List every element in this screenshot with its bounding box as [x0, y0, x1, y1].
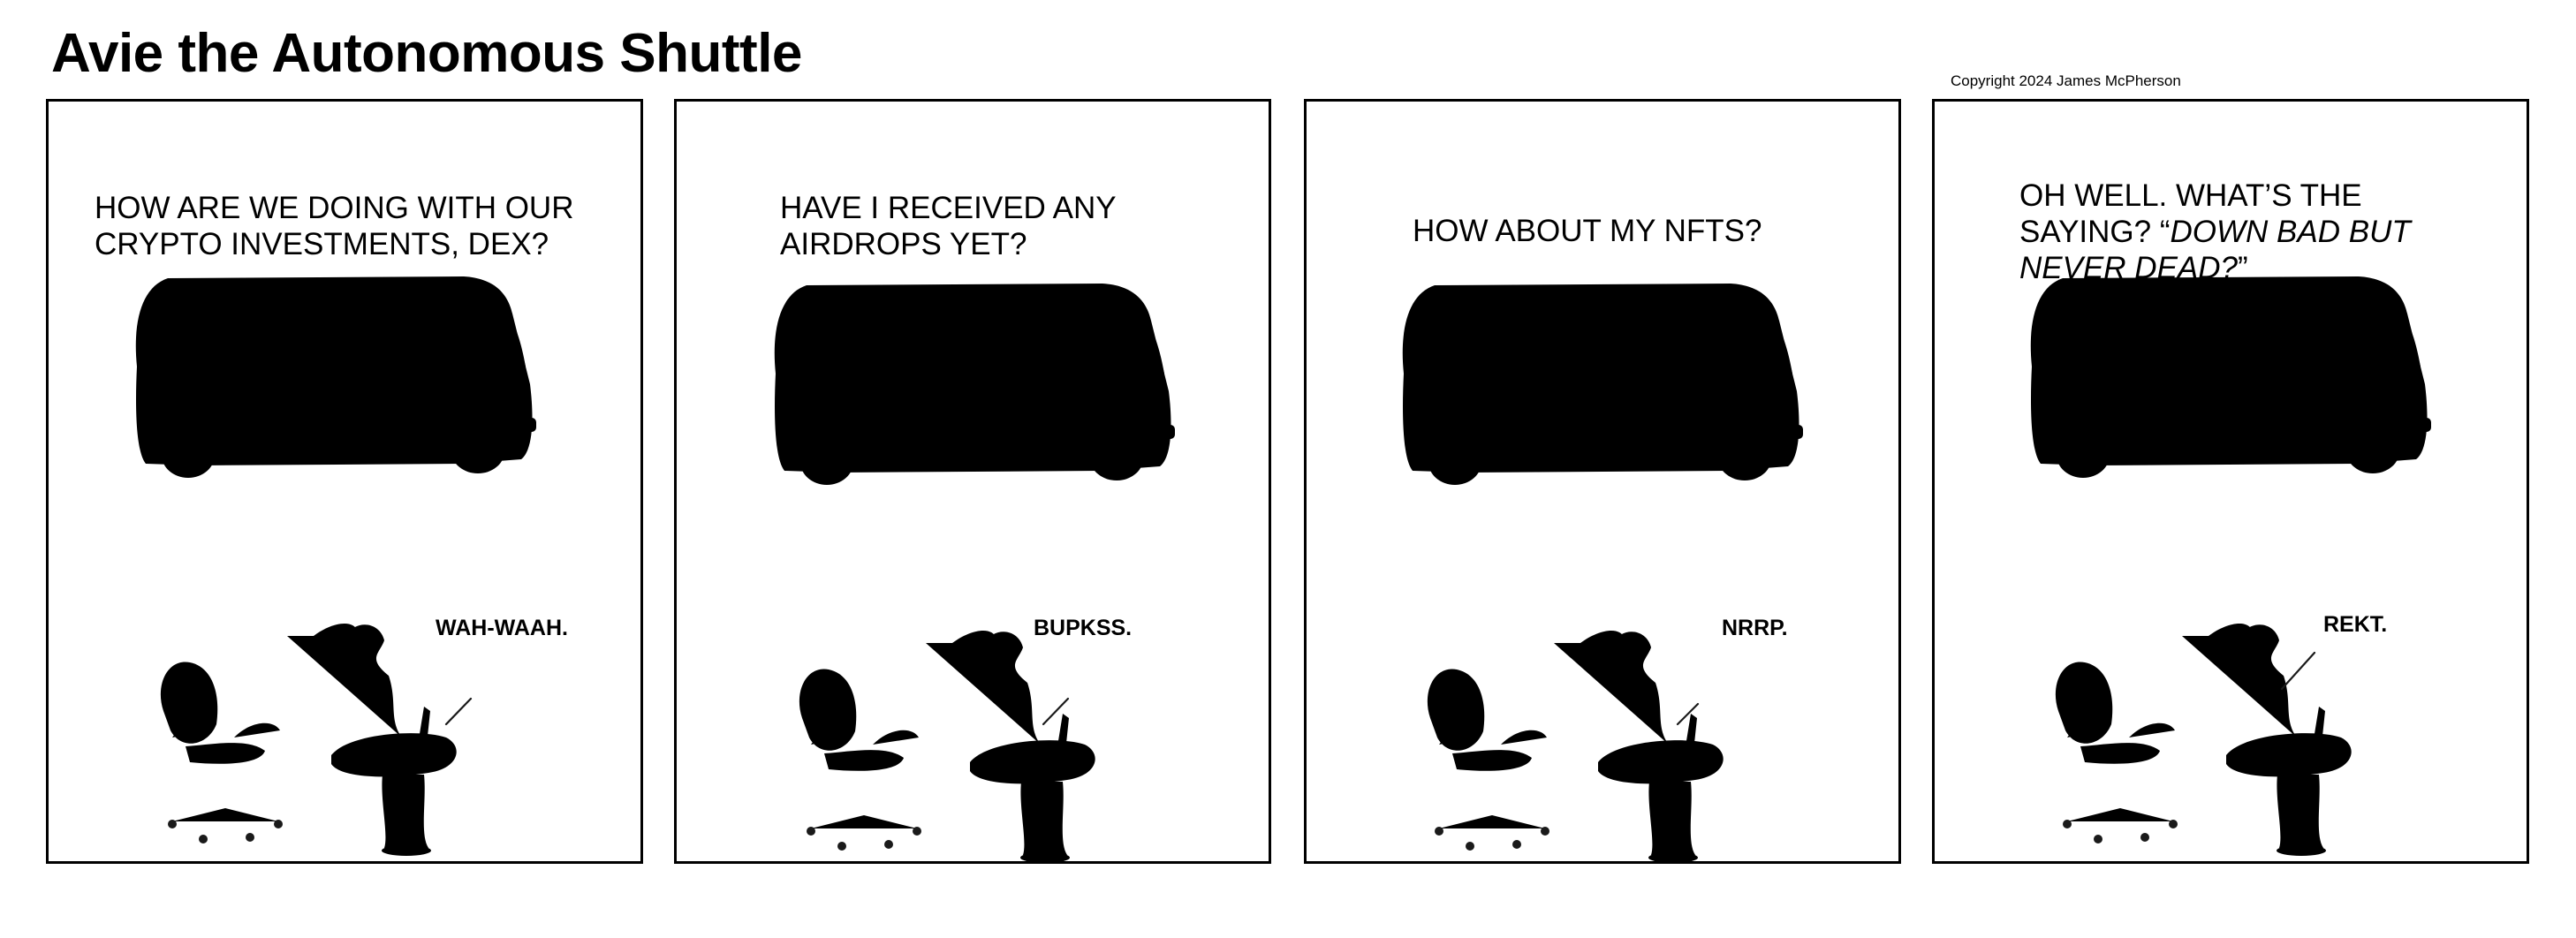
copyright-notice: Copyright 2024 James McPherson	[1951, 72, 2181, 89]
comic-panel-3: HOW ABOUT MY NFTS? NRRP.	[1304, 99, 1901, 864]
reply-text: BUPKSS.	[1034, 616, 1133, 640]
speech-text: HAVE I RECEIVED ANY AIRDROPS YET?	[780, 191, 1117, 261]
speech-plain: OH WELL. WHAT’S THE SAYING? “	[2019, 178, 2362, 249]
comic-panel-4: OH WELL. WHAT’S THE SAYING? “DOWN BAD BU…	[1932, 99, 2529, 864]
speech-text: HOW ABOUT MY NFTS?	[1413, 214, 1762, 248]
reply-text: WAH-WAAH.	[436, 616, 568, 640]
reply-text: REKT.	[2323, 612, 2388, 637]
panel-illustration	[1402, 257, 1803, 861]
comic-title: Avie the Autonomous Shuttle	[51, 23, 802, 84]
panel-illustration	[2030, 250, 2431, 856]
comic-panel-2: HAVE I RECEIVED ANY AIRDROPS YET? BUPKSS…	[674, 99, 1271, 864]
panel-illustration	[774, 257, 1175, 861]
panel-illustration	[135, 250, 537, 856]
speech-italic: DOWN BAD BUT NEVER DEAD?	[2019, 215, 2411, 285]
reply-text: NRRP.	[1722, 616, 1788, 640]
speech-text: HOW ARE WE DOING WITH OUR CRYPTO INVESTM…	[95, 191, 574, 261]
speech-end: ”	[2238, 251, 2248, 285]
speech-text: OH WELL. WHAT’S THE SAYING? “DOWN BAD BU…	[2019, 178, 2411, 286]
comic-panel-1: HOW ARE WE DOING WITH OUR CRYPTO INVESTM…	[46, 99, 643, 864]
